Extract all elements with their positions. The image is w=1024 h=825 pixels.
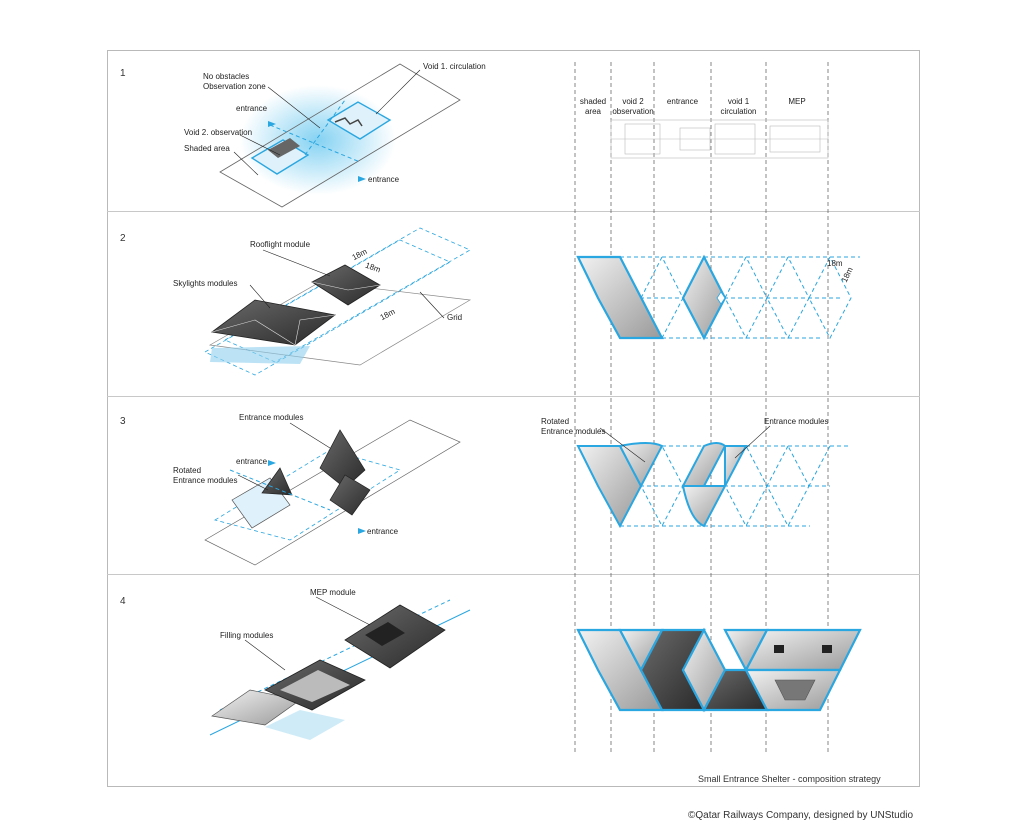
row-number: 1 [120, 68, 126, 79]
label-entrance: entrance [368, 175, 400, 184]
dimension-label: 18m [827, 259, 843, 268]
label-plan-entrance-modules: Entrance modules [764, 417, 829, 426]
diagram-frame [107, 50, 920, 787]
diagram-caption: Small Entrance Shelter - composition str… [698, 774, 881, 784]
label-rotated: Rotated [173, 466, 202, 475]
row-divider [107, 211, 920, 212]
label-void2: Void 2. observation [184, 128, 253, 137]
label-void1: Void 1. circulation [423, 62, 486, 71]
label-rotated-entrance-modules: Entrance modules [173, 476, 238, 485]
label-rooflight-module: Rooflight module [250, 240, 311, 249]
label-entrance: entrance [367, 527, 399, 536]
label-shaded-area: Shaded area [184, 144, 230, 153]
row1-plan [610, 119, 829, 159]
row3-plan [576, 425, 850, 529]
row2-axonometric [204, 227, 472, 376]
row-number: 3 [120, 416, 126, 427]
label-no-obstacles: No obstacles [203, 72, 250, 81]
zone-entrance: entrance [666, 97, 699, 106]
label-grid: Grid [447, 313, 463, 322]
label-mep-module: MEP module [310, 588, 356, 597]
row4-plan [576, 627, 862, 713]
row1-axonometric [219, 63, 461, 208]
row-divider [107, 574, 920, 575]
label-skylights-modules: Skylights modules [173, 279, 238, 288]
label-entrance: entrance [236, 104, 268, 113]
label-filling-modules: Filling modules [220, 631, 274, 640]
row3-axonometric [204, 419, 461, 566]
row-number: 2 [120, 233, 126, 244]
label-plan-rotated-entrance-modules: Entrance modules [541, 427, 606, 436]
image-credit: ©Qatar Railways Company, designed by UNS… [688, 810, 914, 821]
label-observation-zone: Observation zone [203, 82, 266, 91]
row-number: 4 [120, 596, 126, 607]
row-divider [107, 396, 920, 397]
row2-plan [576, 254, 860, 341]
label-plan-rotated: Rotated [541, 417, 570, 426]
row4-axonometric [209, 596, 471, 740]
zone-mep: MEP [788, 97, 806, 106]
label-entrance-modules: Entrance modules [239, 413, 304, 422]
label-entrance: entrance [236, 457, 268, 466]
